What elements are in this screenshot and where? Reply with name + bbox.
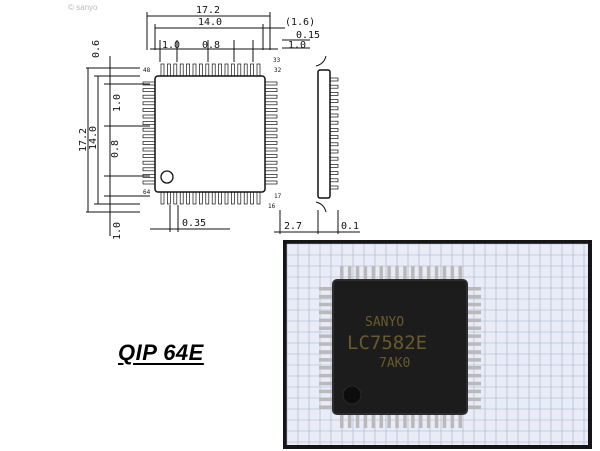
ic-body-outline — [154, 75, 266, 193]
pin-number-32: 32 — [274, 67, 282, 74]
dim-pitch-bottom: 1.0 — [112, 222, 123, 240]
dim-pitch-left: 1.0 — [162, 40, 180, 51]
chip-leads — [319, 266, 481, 428]
left-dimension-lines — [86, 56, 150, 236]
pin-number-16: 16 — [268, 203, 276, 210]
chip-lot-code-marking: 7AK0 — [379, 356, 410, 371]
chip-part-number-marking: LC7582E — [347, 332, 427, 354]
watermark-text: © sanyo — [68, 3, 98, 12]
pin1-marker-circle — [160, 170, 174, 184]
pin-number-33: 33 — [273, 57, 281, 64]
chip-body — [333, 280, 467, 414]
dim-body-height: 14.0 — [88, 126, 99, 150]
dim-pitch: 0.8 — [202, 40, 220, 51]
dim-lead-width: 0.35 — [182, 218, 206, 229]
chip-photo: SANYO LC7582E 7AK0 — [283, 240, 592, 449]
dim-pitch-top: 1.0 — [112, 94, 123, 112]
dim-body-width: 14.0 — [198, 17, 222, 28]
dim-top-offset: 0.6 — [91, 40, 102, 58]
pin-number-48: 48 — [143, 67, 151, 74]
dim-pitch-right: 1.0 — [288, 40, 306, 51]
package-caption: QIP 64E — [118, 340, 204, 365]
chip-brand-marking: SANYO — [365, 315, 404, 330]
side-view — [274, 55, 360, 234]
chip-pin1-dimple — [342, 385, 362, 405]
dim-standoff: 0.1 — [341, 221, 359, 232]
pin-number-17: 17 — [274, 193, 282, 200]
dim-lead-thickness: 0.15 — [296, 30, 320, 41]
dim-outer-height: 17.2 — [78, 128, 89, 152]
dim-outer-width: 17.2 — [196, 5, 220, 16]
dim-package-height: 2.7 — [284, 221, 302, 232]
bottom-dimension-lines — [150, 205, 230, 232]
dim-pitch-left-side: 0.8 — [110, 140, 121, 158]
top-dimension-lines — [146, 12, 310, 62]
pin-number-64: 64 — [143, 189, 151, 196]
dim-lead-extra: (1.6) — [285, 17, 315, 28]
